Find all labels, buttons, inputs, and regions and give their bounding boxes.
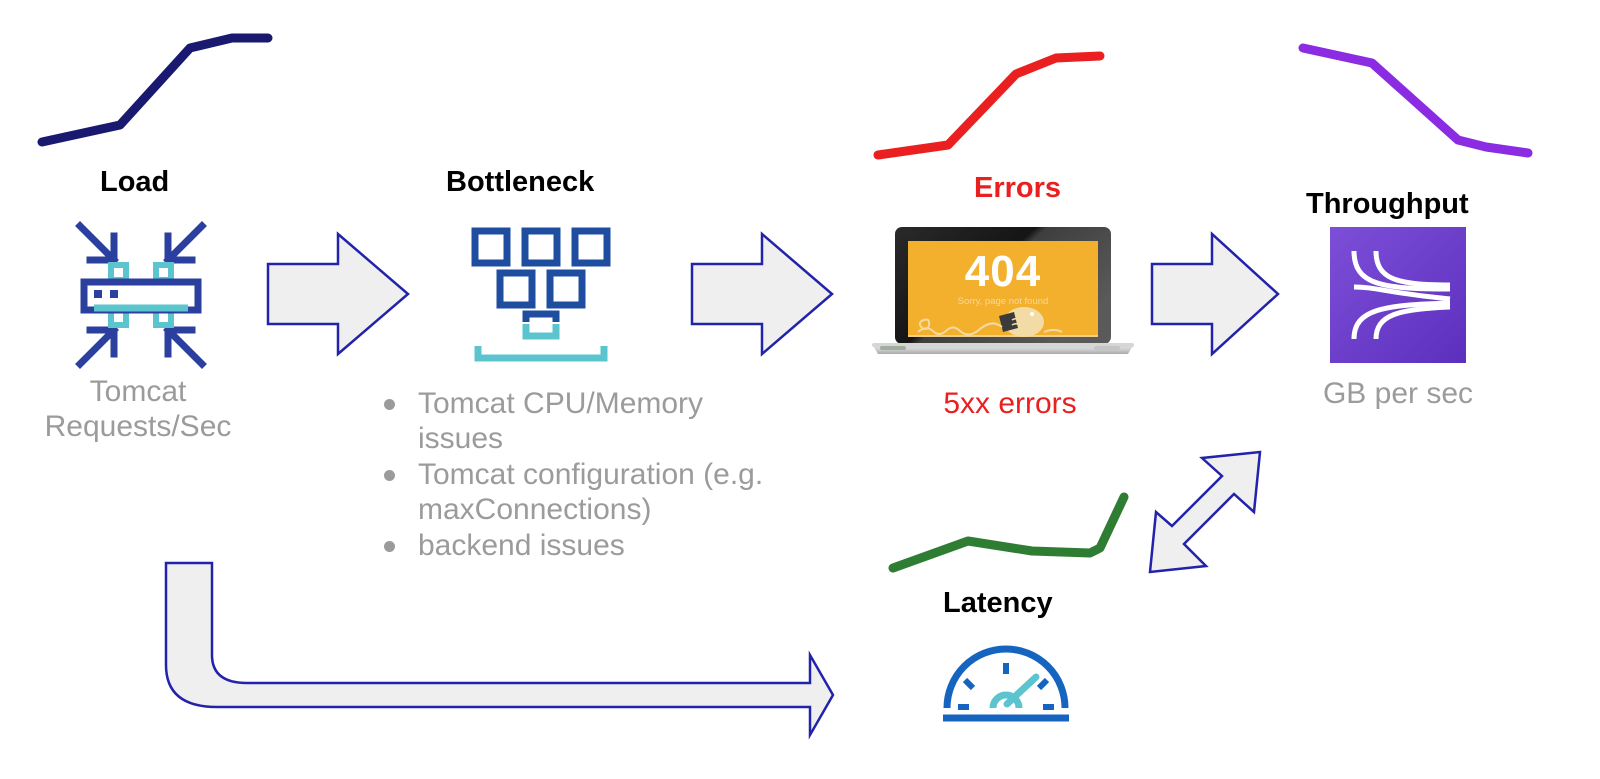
svg-text:404: 404 xyxy=(965,247,1041,296)
throughput-sparkline-series xyxy=(1298,43,1533,158)
throughput-sparkline-chart xyxy=(1298,43,1533,158)
load-sparkline-chart xyxy=(37,33,273,147)
stage-caption-load: Tomcat Requests/Sec xyxy=(44,375,232,444)
stage-caption-errors: 5xx errors xyxy=(943,387,1077,420)
server-load-icon xyxy=(75,221,207,369)
arrow-bottleneck-to-errors xyxy=(690,231,834,357)
errors-sparkline-chart xyxy=(873,51,1105,160)
stage-heading-throughput: Throughput xyxy=(1306,188,1469,220)
gauge-icon xyxy=(943,645,1069,722)
latency-sparkline-chart xyxy=(888,492,1129,573)
list-item: backend issues xyxy=(374,528,764,563)
stage-heading-latency: Latency xyxy=(943,587,1053,619)
latency-sparkline-series xyxy=(888,492,1129,573)
funnel-squares-icon xyxy=(471,227,611,362)
laptop-404-icon: 404 Sorry, page not found xyxy=(872,227,1134,354)
list-item: Tomcat configuration (e.g. maxConnection… xyxy=(374,457,764,527)
arrow-latency-to-throughput xyxy=(1148,450,1262,574)
svg-text:Sorry, page not found: Sorry, page not found xyxy=(958,296,1049,307)
arrow-load-to-latency xyxy=(164,561,835,740)
list-item: Tomcat CPU/Memory issues xyxy=(374,386,764,456)
errors-sparkline-series xyxy=(873,51,1105,160)
stage-heading-bottleneck: Bottleneck xyxy=(446,166,595,198)
throughput-flow-icon xyxy=(1330,227,1466,363)
arrow-load-to-bottleneck xyxy=(266,231,410,357)
stage-heading-errors: Errors xyxy=(974,172,1062,204)
stage-caption-throughput: GB per sec xyxy=(1322,377,1474,410)
arrow-errors-to-throughput xyxy=(1150,231,1280,357)
bottleneck-bullet-list: Tomcat CPU/Memory issues Tomcat configur… xyxy=(374,386,764,564)
stage-heading-load: Load xyxy=(100,166,170,198)
load-sparkline-series xyxy=(37,33,273,147)
